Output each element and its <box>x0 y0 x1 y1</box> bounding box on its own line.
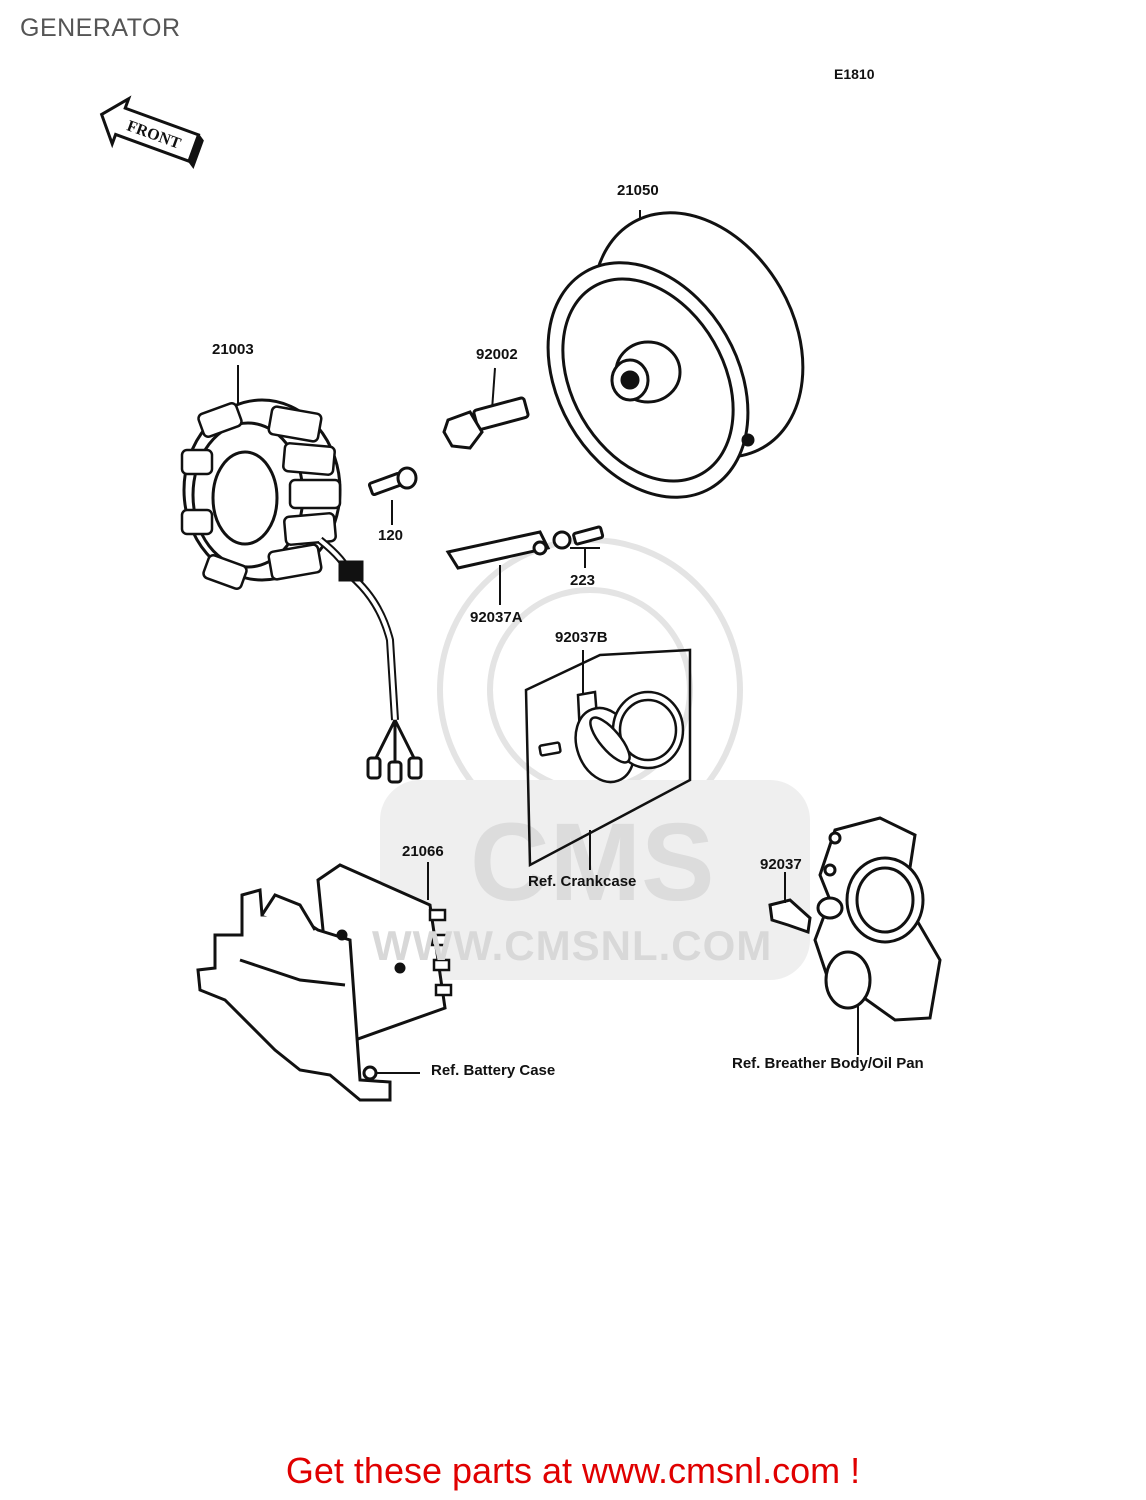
part-label-21066: 21066 <box>402 843 444 860</box>
rotor-21050 <box>546 210 805 499</box>
plate-92037A <box>445 530 551 605</box>
breather-plate <box>813 816 942 1055</box>
bolt-92002 <box>442 367 530 450</box>
part-label-92037: 92037 <box>760 856 802 873</box>
ref-label-crankcase: Ref. Crankcase <box>528 873 637 890</box>
ref-label-battery-case: Ref. Battery Case <box>431 1062 556 1079</box>
stator-21003 <box>180 365 423 784</box>
page-title: GENERATOR <box>20 14 181 42</box>
part-label-21003: 21003 <box>212 341 254 358</box>
watermark-url: WWW.CMSNL.COM <box>372 922 773 969</box>
part-label-92037A: 92037A <box>470 609 523 626</box>
bolt-223 <box>552 525 605 568</box>
front-arrow-icon: FRONT <box>99 95 204 170</box>
battery-case <box>196 888 420 1102</box>
crankcase-detail <box>524 648 692 870</box>
part-label-92037B: 92037B <box>555 629 608 646</box>
footer-link[interactable]: Get these parts at www.cmsnl.com ! <box>285 1450 861 1491</box>
watermark-logo: CMS <box>380 537 810 980</box>
screw-120 <box>367 466 418 525</box>
diagram-code: E1810 <box>834 66 875 82</box>
ref-label-breather: Ref. Breather Body/Oil Pan <box>732 1055 924 1072</box>
part-label-21050: 21050 <box>617 182 659 199</box>
watermark-brand: CMS <box>470 801 714 924</box>
part-label-120: 120 <box>378 527 404 544</box>
clamp-92037 <box>768 872 844 935</box>
part-label-223: 223 <box>570 572 596 589</box>
part-label-92002: 92002 <box>476 346 518 363</box>
